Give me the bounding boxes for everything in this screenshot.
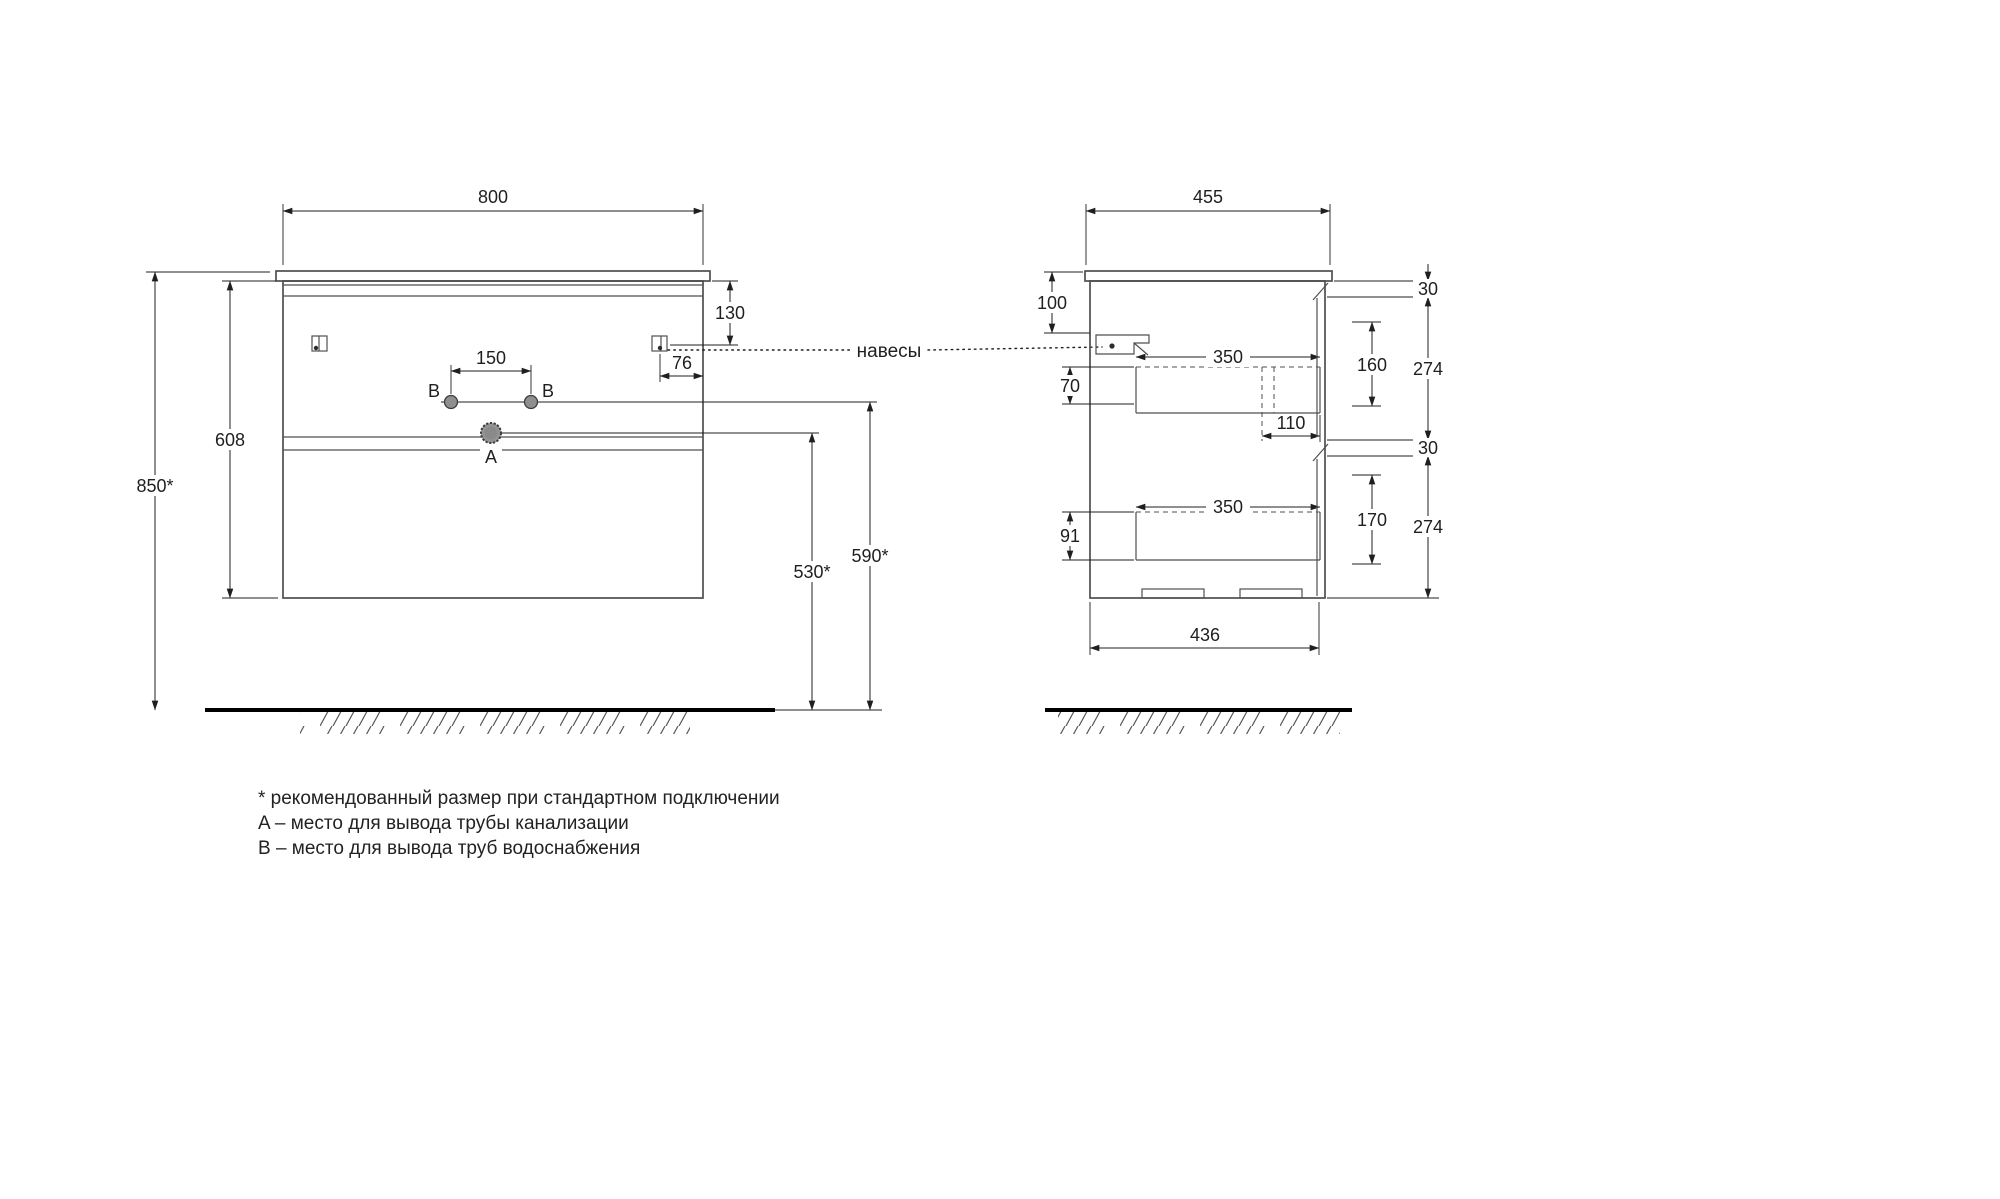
dim-side-depth: 455	[1085, 187, 1331, 265]
dim-front2-recess: 170	[1351, 474, 1393, 565]
front-hanger-left-icon	[311, 335, 328, 352]
dim-side-depth-label: 455	[1193, 187, 1223, 207]
dim-outlet-b-height: 590*	[846, 401, 894, 711]
dim-top-gap-label: 30	[1418, 279, 1438, 299]
outlet-a	[480, 422, 502, 444]
front-view: 800 608 850* 130 76	[131, 187, 894, 734]
notes: * рекомендованный размер при стандартном…	[258, 788, 780, 859]
dim-side-hanger-top-label: 100	[1037, 293, 1067, 313]
dim-outlet-a-height: 530*	[788, 432, 836, 711]
dim-drawer1-top-offset: 70	[1054, 366, 1134, 405]
side-drawer2	[1135, 511, 1321, 561]
dim-front-body-height-label: 608	[215, 430, 245, 450]
dim-hanger-top-offset: 130	[670, 280, 748, 346]
dim-drawer1-right-offset-label: 110	[1277, 413, 1306, 433]
outlet-b-left	[443, 394, 459, 410]
dim-drawer1-depth-label: 350	[1213, 347, 1243, 367]
dim-side-bottom-depth: 436	[1089, 602, 1320, 655]
dim-drawer2-top-offset-label: 91	[1060, 526, 1080, 546]
outlet-b-right	[523, 394, 539, 410]
dim-front-body-height: 608	[210, 280, 278, 599]
dim-front2-height-label: 274	[1413, 517, 1443, 537]
dim-drawer1-depth: 350	[1135, 346, 1321, 367]
note-b: B – место для вывода труб водоснабжения	[258, 838, 640, 859]
side-countertop	[1084, 270, 1333, 282]
front-cabinet-body	[282, 280, 704, 599]
dim-front2-recess-label: 170	[1357, 510, 1387, 530]
dim-hanger-right-offset: 76	[659, 353, 704, 382]
side-view: 455 100 350	[1031, 187, 1450, 734]
dim-front-width: 800	[282, 187, 704, 265]
dim-front-total-height-label: 850*	[136, 476, 173, 496]
dim-hanger-right-offset-label: 76	[672, 353, 692, 373]
dim-side-hanger-top: 100	[1031, 271, 1090, 334]
dim-front1-recess: 160	[1351, 321, 1393, 407]
front-top-gap	[283, 284, 703, 297]
dim-mid-gap-label: 30	[1418, 438, 1438, 458]
note-a: A – место для вывода трубы канализации	[258, 813, 629, 834]
dim-drawer2-depth-label: 350	[1213, 497, 1243, 517]
hangers-label: навесы	[857, 341, 922, 362]
outlet-b-left-label: B	[428, 381, 440, 401]
dim-drawer1-right-offset: 110	[1261, 413, 1321, 442]
dim-outlet-b-height-label: 590*	[851, 546, 888, 566]
side-cabinet-body	[1089, 280, 1326, 599]
hangers-callout: навесы	[667, 341, 1103, 362]
side-bottom-slots	[1141, 588, 1303, 599]
dim-front1-recess-label: 160	[1357, 355, 1387, 375]
dim-outlet-spacing-label: 150	[476, 348, 506, 368]
floor-hatching-front	[300, 712, 690, 734]
outlet-a-label: A	[485, 447, 497, 467]
side-hanger-icon	[1095, 334, 1150, 356]
floor-hatching-side	[1058, 712, 1340, 734]
side-drawer-fronts	[1312, 282, 1329, 596]
dim-drawer1-top-offset-label: 70	[1060, 376, 1080, 396]
dim-side-bottom-depth-label: 436	[1190, 625, 1220, 645]
dim-outlet-a-height-label: 530*	[793, 562, 830, 582]
dim-drawer2-depth: 350	[1135, 496, 1321, 517]
dim-front-total-height: 850*	[131, 271, 270, 711]
dim-outlet-spacing: 150	[450, 348, 532, 394]
hangers-leader-right	[927, 346, 1103, 351]
front-countertop	[275, 270, 711, 282]
outlet-b-right-label: B	[542, 381, 554, 401]
dim-hanger-top-offset-label: 130	[715, 303, 745, 323]
dim-drawer2-top-offset: 91	[1054, 511, 1134, 561]
front-hanger-right-icon	[651, 335, 668, 352]
dim-front-width-label: 800	[478, 187, 508, 207]
note-asterisk: * рекомендованный размер при стандартном…	[258, 788, 780, 809]
dim-right-stack: 30 274 30 274	[1327, 264, 1450, 599]
dim-front1-height-label: 274	[1413, 359, 1443, 379]
